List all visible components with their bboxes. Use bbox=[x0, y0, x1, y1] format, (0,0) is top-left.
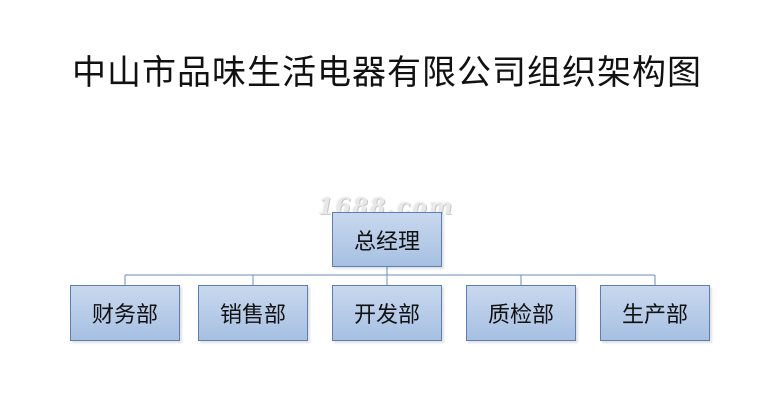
node-development-dept: 开发部 bbox=[332, 285, 442, 341]
node-production-dept: 生产部 bbox=[600, 285, 710, 341]
node-finance-dept: 财务部 bbox=[70, 285, 180, 341]
node-quality-dept: 质检部 bbox=[466, 285, 576, 341]
node-sales-dept: 销售部 bbox=[198, 285, 308, 341]
node-general-manager: 总经理 bbox=[332, 212, 442, 267]
chart-title: 中山市品味生活电器有限公司组织架构图 bbox=[72, 53, 702, 93]
